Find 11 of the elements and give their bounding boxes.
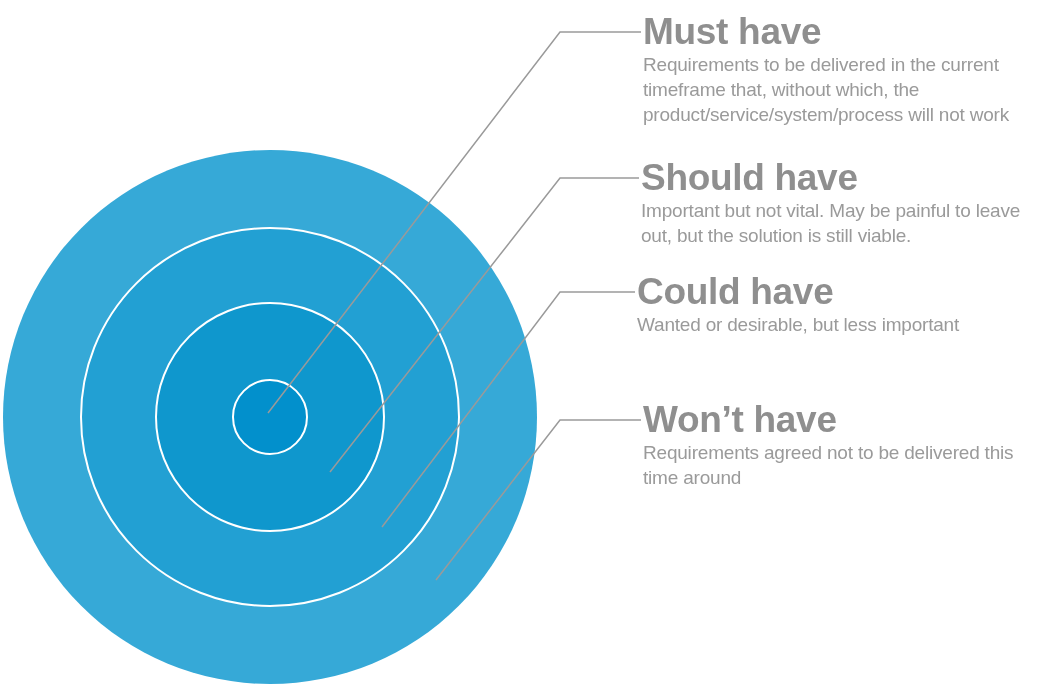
heading: Should have: [641, 158, 858, 198]
description: Important but not vital. May be painful to leave out, but the solution is still viable.: [641, 199, 1022, 248]
leader-line: [381, 291, 636, 528]
description: Wanted or desirable, but less important: [637, 313, 961, 337]
leader-line: [435, 419, 642, 581]
description: Requirements to be delivered in the current timeframe that, without which, the product/service/system/process will not work: [643, 53, 1011, 127]
leader-line: [329, 177, 640, 473]
description: Requirements agreed not to be delivered this time around: [643, 441, 1015, 490]
heading: Could have: [637, 272, 834, 312]
heading: Must have: [643, 12, 822, 52]
heading: Won’t have: [643, 400, 837, 440]
